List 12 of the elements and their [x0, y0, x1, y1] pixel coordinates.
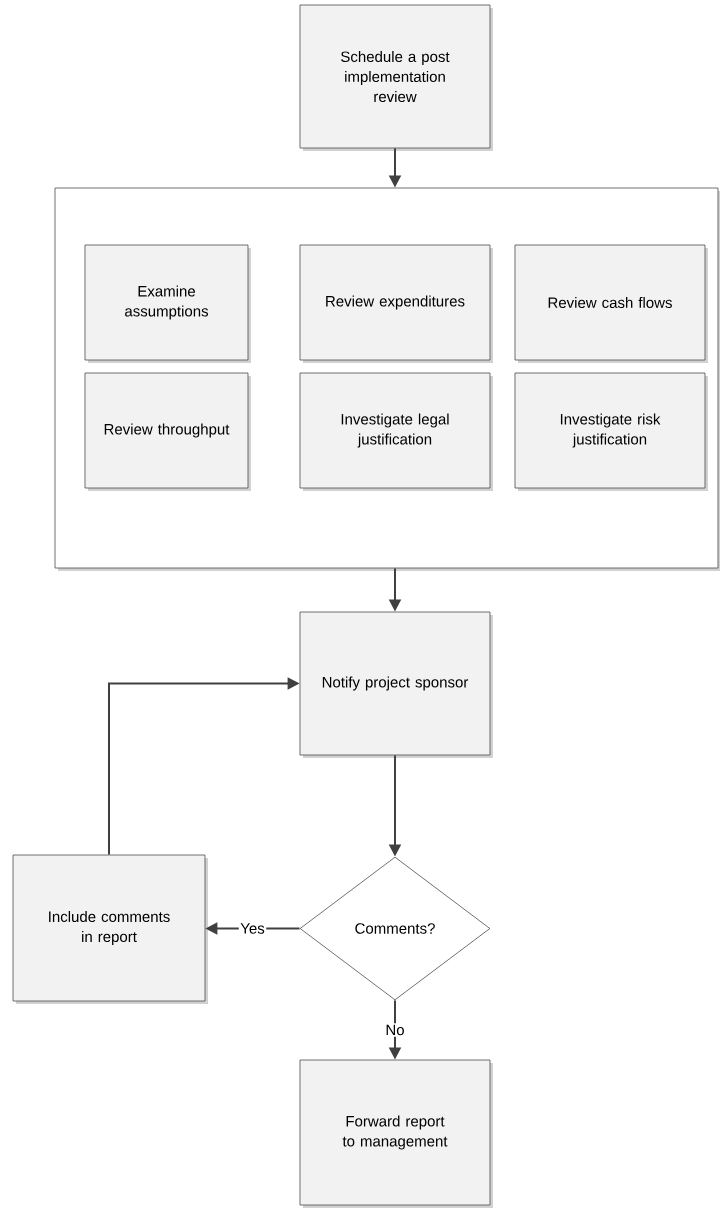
process-box: Examine assumptions	[84, 244, 251, 363]
process-box: Investigate risk justification	[514, 372, 708, 491]
edge-label: Yes	[238, 921, 267, 936]
process-box: Forward report to management	[299, 1059, 493, 1208]
process-box: Review cash flows	[514, 244, 708, 363]
process-box: Investigate legal justification	[299, 372, 493, 491]
process-box: Review expenditures	[299, 244, 493, 363]
edge-label: No	[383, 1023, 407, 1037]
process-box: Notify project sponsor	[299, 611, 493, 758]
process-box: Schedule a post implementation review	[299, 4, 493, 151]
process-box: Review throughput	[84, 372, 251, 491]
process-box: Include comments in report	[12, 854, 208, 1004]
